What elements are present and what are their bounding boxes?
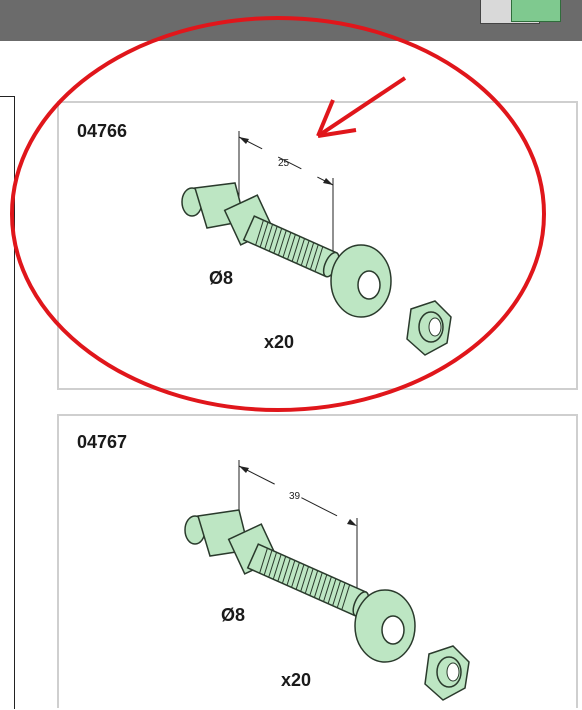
diameter-label: Ø8 xyxy=(221,605,246,625)
bolt-washer-nut-illustration xyxy=(181,131,452,356)
bolt-shaft xyxy=(242,215,340,278)
diameter-label: Ø8 xyxy=(209,268,234,288)
hex-nut xyxy=(406,300,452,356)
length-dimension: 39 xyxy=(289,491,301,502)
part-card-04767: 04767 xyxy=(57,414,578,708)
left-panel-edge xyxy=(0,96,15,709)
length-dimension: 25 xyxy=(278,158,290,169)
bolt-washer-nut-illustration xyxy=(184,460,470,701)
page-corner-green-tab[interactable] xyxy=(511,0,561,22)
part-card-04766: 04766 xyxy=(57,101,578,390)
serrated-washer xyxy=(330,244,392,318)
quantity-label: x20 xyxy=(281,670,312,690)
part-code: 04767 xyxy=(77,432,128,452)
quantity-label: x20 xyxy=(264,332,295,352)
